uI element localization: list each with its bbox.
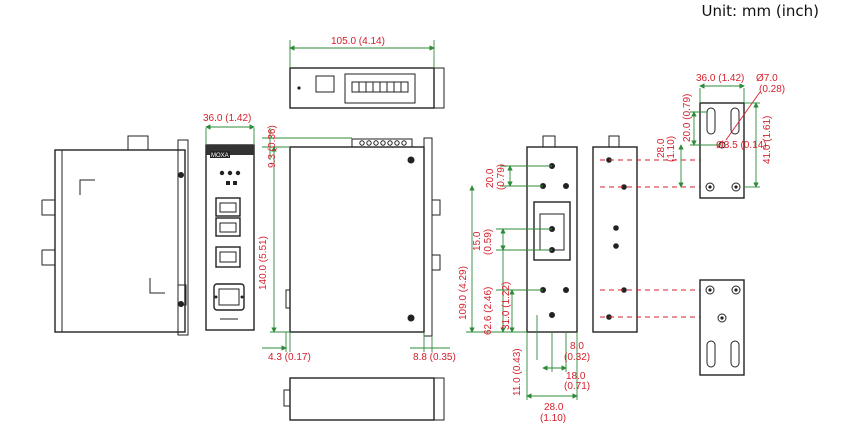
- dim-rail-109: 109.0 (4.29): [458, 266, 469, 320]
- dim-rail-8-in: (0.32): [564, 352, 590, 363]
- dim-wall-28: 28.0: [656, 138, 667, 158]
- dim-rail-11: 11.0 (0.43): [512, 348, 523, 396]
- bottom-view: [283, 377, 445, 421]
- dim-rail-20-in: (0.79): [496, 164, 507, 190]
- dim-rail-62: 62.6 (2.46): [483, 287, 494, 335]
- wall-plate-top: [699, 102, 745, 199]
- dim-wall-28-in: (1.10): [666, 136, 677, 162]
- dim-top-width: 105.0 (4.14): [331, 36, 385, 47]
- dim-rail-18-in: (0.71): [564, 381, 590, 392]
- dim-front-top-offset: 9.3 (0.36): [267, 125, 278, 168]
- dim-side-left-offset: 4.3 (0.17): [268, 352, 311, 363]
- dim-front-height: 140.0 (5.51): [258, 236, 269, 290]
- main-side-view: [285, 137, 441, 337]
- dim-front-width: 36.0 (1.42): [203, 113, 251, 124]
- unit-label: Unit: mm (inch): [701, 2, 819, 20]
- dim-rail-31: 31.0 (1.22): [501, 282, 512, 330]
- dim-rail-28: 28.0: [544, 402, 564, 413]
- brand-logo: MOXA: [211, 153, 229, 159]
- dim-rail-18: 18.0: [566, 371, 586, 382]
- dim-side-right-offset: 8.8 (0.35): [413, 352, 456, 363]
- dim-rail-20: 20.0: [485, 168, 496, 188]
- dim-rail-15: 15.0: [472, 231, 483, 251]
- dim-wall-d35: Ø3.5 (0.14): [716, 140, 767, 151]
- dim-wall-d7: Ø7.0: [756, 73, 778, 84]
- wall-mount-side-view: [592, 135, 702, 333]
- dim-wall-41: 41.0 (1.61): [762, 116, 773, 164]
- left-side-view: [41, 135, 189, 336]
- dim-wall-36: 36.0 (1.42): [696, 73, 744, 84]
- dim-wall-20: 20.0 (0.79): [682, 94, 693, 142]
- din-rail-view: [526, 135, 578, 333]
- dim-rail-8: 8.0: [570, 341, 584, 352]
- front-view: MOXA: [205, 144, 255, 331]
- dim-wall-d7-in: (0.28): [759, 84, 785, 95]
- wall-plate-bottom: [699, 279, 745, 376]
- dim-rail-28-in: (1.10): [540, 413, 566, 424]
- top-view: [289, 67, 445, 109]
- dim-rail-15-in: (0.59): [483, 229, 494, 255]
